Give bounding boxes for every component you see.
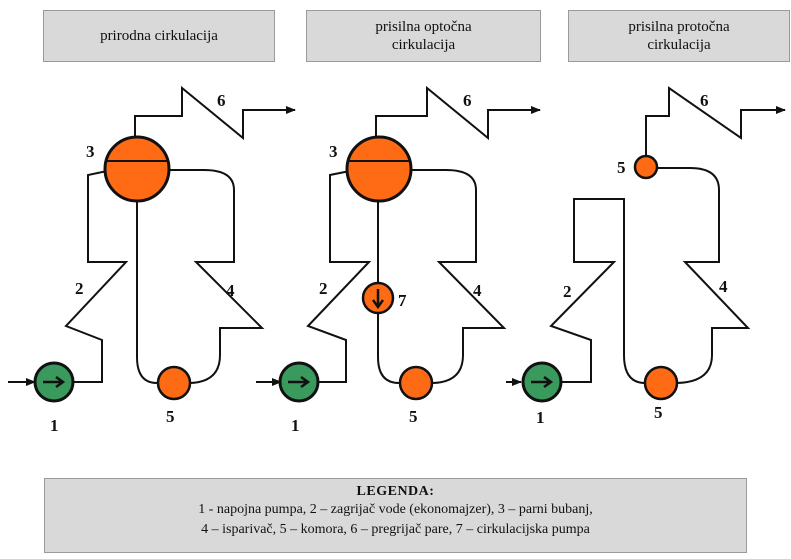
label-4-b: 4 [473,281,482,300]
header-forced-once-through: prisilna protočna cirkulacija [568,10,790,62]
label-4-a: 4 [226,281,235,300]
evaporator-4-line-1 [169,169,265,384]
legend-box: LEGENDA: 1 - napojna pumpa, 2 – zagrijač… [44,478,747,553]
label-6-a: 6 [217,91,226,110]
pump-arrow-down-icon [371,289,385,310]
chamber-5-3 [643,365,679,401]
diagram-canvas: 1 2 3 4 5 6 1 2 3 [8,85,786,435]
pump-arrow-icon-2 [288,375,311,389]
label-7: 7 [398,291,407,310]
superheater-6-line-2 [375,85,541,143]
label-5-a: 5 [166,407,175,426]
chamber-5-top [633,154,659,180]
chamber-5-1 [156,365,192,401]
label-1-b: 1 [291,416,300,435]
label-2-b: 2 [319,279,328,298]
label-6-c: 6 [700,91,709,110]
label-3-a: 3 [86,142,95,161]
label-2-c: 2 [563,282,572,301]
steam-drum-3-2 [345,135,413,203]
label-6-b: 6 [463,91,472,110]
label-5-top: 5 [617,158,626,177]
label-4-c: 4 [719,277,728,296]
downcomer-line-2b [377,313,400,384]
label-5-c: 5 [654,403,663,422]
diagram-forced-once-through: 1 2 4 5 5 6 [506,86,786,427]
economizer-2-line-1 [64,170,129,383]
diagram-forced-recirculation: 1 2 3 4 5 6 7 [256,85,541,435]
label-5-b: 5 [409,407,418,426]
label-2-a: 2 [75,279,84,298]
economizer-2-line-2 [306,170,372,383]
header-forced-recirculation: prisilna optočna cirkulacija [306,10,541,62]
label-3-b: 3 [329,142,338,161]
legend-line-2: 4 – isparivač, 5 – komora, 6 – pregrijač… [201,522,590,537]
pump-arrow-icon-3 [531,375,554,389]
downcomer-line-1 [136,200,158,384]
steam-drum-3-1 [103,135,171,203]
evaporator-4-line-2 [410,169,507,384]
superheater-6-line-3 [645,86,786,157]
evaporator-4-line-3 [656,167,751,384]
header-natural-circulation: prirodna cirkulacija [43,10,275,62]
diagram-natural: 1 2 3 4 5 6 [8,85,296,435]
superheater-6-line-1 [134,85,296,143]
label-1-c: 1 [536,408,545,427]
economizer-2-line-3 [549,198,646,384]
label-1-a: 1 [50,416,59,435]
legend-title: LEGENDA: [356,484,435,499]
pump-arrow-icon-1 [43,375,66,389]
chamber-5-2 [398,365,434,401]
legend-line-1: 1 - napojna pumpa, 2 – zagrijač vode (ek… [198,502,593,517]
